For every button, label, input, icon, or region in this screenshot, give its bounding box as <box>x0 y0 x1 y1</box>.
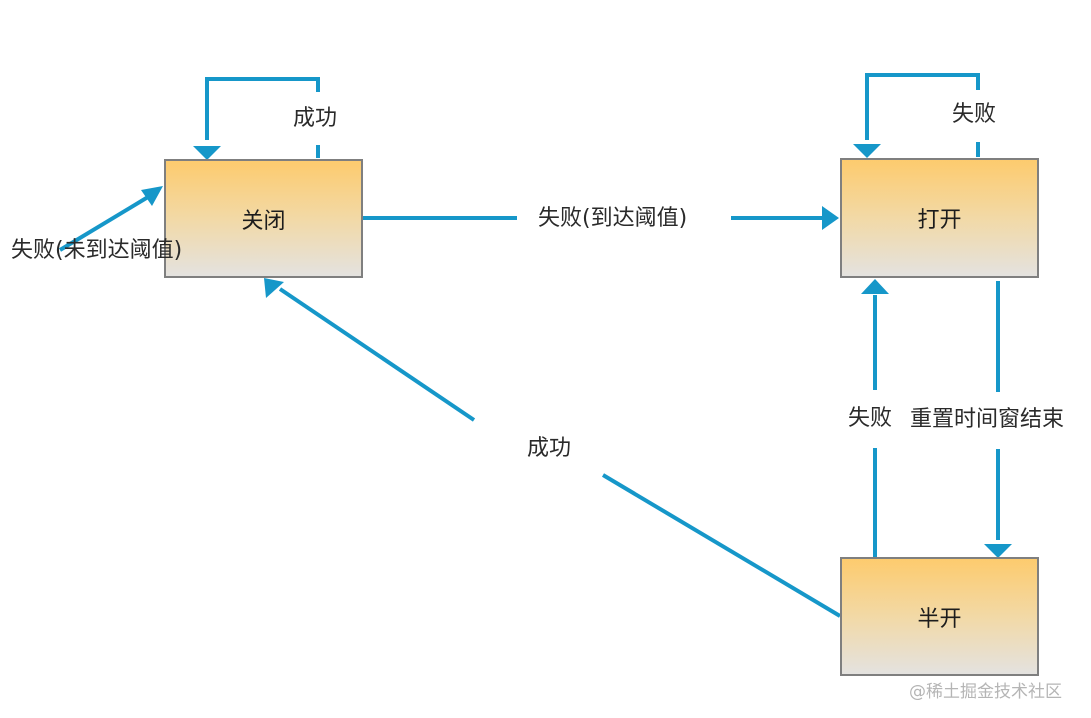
label-half-open-to-open: 失败 <box>848 406 893 431</box>
arrowhead-half-open-to-open <box>861 279 889 294</box>
arrowhead-half-open-to-closed <box>264 278 284 298</box>
state-half-open: 半开 <box>840 557 1039 676</box>
state-open: 打开 <box>840 158 1039 278</box>
state-open-label: 打开 <box>917 208 962 233</box>
label-half-open-to-closed: 成功 <box>527 436 572 461</box>
state-closed-label: 关闭 <box>241 208 286 234</box>
label-open-self-fail: 失败 <box>952 102 997 127</box>
arrowhead-closed-to-open <box>822 206 839 230</box>
label-open-to-half-open: 重置时间窗结束 <box>910 407 1065 432</box>
edge-open-self-loop-top <box>865 73 980 140</box>
arrowhead-open-self <box>853 144 881 158</box>
arrowhead-fail-below-threshold <box>141 186 163 206</box>
state-closed: 关闭 <box>164 159 363 278</box>
watermark: @稀土掘金技术社区 <box>909 682 1062 702</box>
edge-closed-self-loop-top <box>205 77 320 140</box>
arrowhead-closed-self <box>193 146 221 160</box>
edge-fail-below-threshold <box>58 195 150 252</box>
edge-half-open-to-closed-a <box>601 473 842 618</box>
label-closed-to-open: 失败(到达阈值) <box>538 206 688 231</box>
arrowhead-open-to-half-open <box>984 544 1012 558</box>
state-half-open-label: 半开 <box>917 606 962 632</box>
label-fail-below-threshold: 失败(未到达阈值) <box>11 238 183 263</box>
label-closed-self-success: 成功 <box>293 106 338 131</box>
edge-half-open-to-closed-b <box>278 287 476 422</box>
